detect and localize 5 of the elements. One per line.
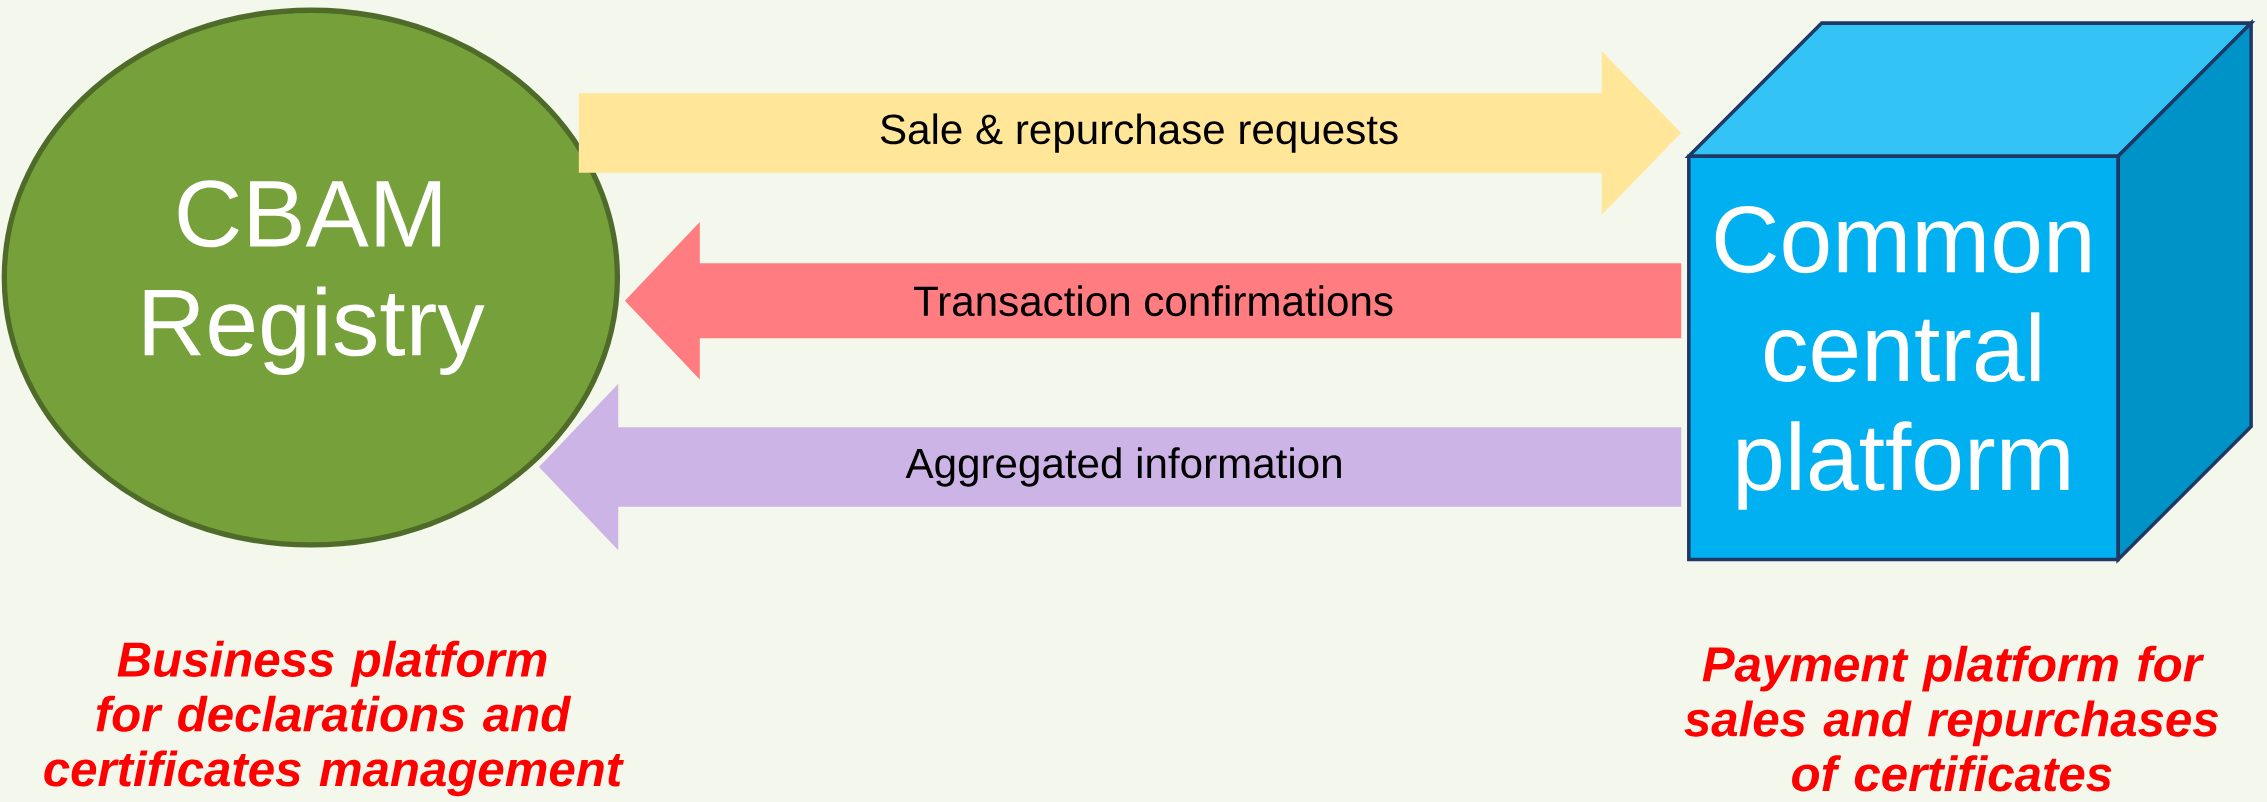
edge-label: Sale & repurchase requests: [880, 113, 1398, 153]
edge-label: Transaction confirmations: [913, 285, 1393, 316]
edge-label: Aggregated information: [905, 447, 1341, 487]
node-label: Payment platform for sales and repurchases of certificates: [1684, 645, 2218, 792]
node-label: Business platform for declarations and certificates management: [44, 640, 624, 797]
